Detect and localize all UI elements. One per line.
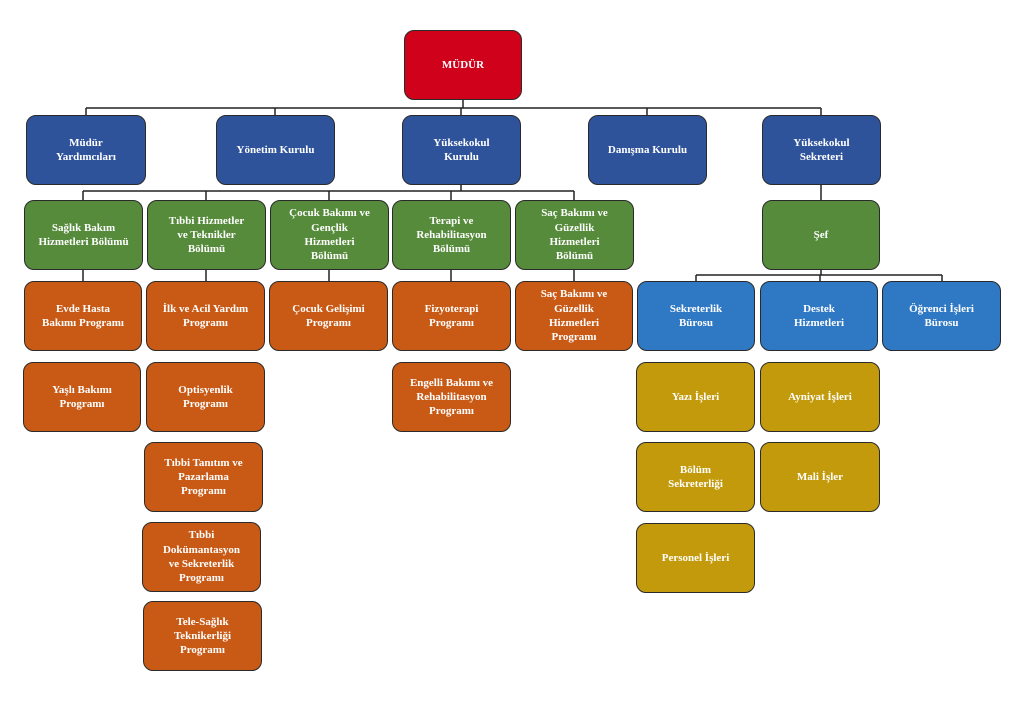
node-personel-isleri: Personel İşleri [636, 523, 755, 593]
node-tele-saglik: Tele-Sağlık Teknikerliği Programı [143, 601, 262, 671]
node-danisma-kurulu: Danışma Kurulu [588, 115, 707, 185]
node-sef: Şef [762, 200, 880, 270]
node-sekreterlik-burosu: Sekreterlik Bürosu [637, 281, 755, 351]
node-tibbi-tanitim: Tıbbi Tanıtım ve Pazarlama Programı [144, 442, 263, 512]
node-destek-hizmetleri: Destek Hizmetleri [760, 281, 878, 351]
node-yasli-bakimi: Yaşlı Bakımı Programı [23, 362, 141, 432]
node-yuksekokul-sekreteri: Yüksekokul Sekreteri [762, 115, 881, 185]
node-yazi-isleri: Yazı İşleri [636, 362, 755, 432]
node-yonetim-kurulu: Yönetim Kurulu [216, 115, 335, 185]
node-evde-hasta: Evde Hasta Bakımı Programı [24, 281, 142, 351]
node-optisyenlik: Optisyenlik Programı [146, 362, 265, 432]
node-mudur: MÜDÜR [404, 30, 522, 100]
node-fizyoterapi: Fizyoterapi Programı [392, 281, 511, 351]
node-cocuk-gelisimi: Çocuk Gelişimi Programı [269, 281, 388, 351]
node-tibbi-hizmetler: Tıbbi Hizmetler ve Teknikler Bölümü [147, 200, 266, 270]
node-cocuk-bakimi: Çocuk Bakımı ve Gençlik Hizmetleri Bölüm… [270, 200, 389, 270]
node-bolum-sekreterligi: Bölüm Sekreterliği [636, 442, 755, 512]
node-sac-bakimi-program: Saç Bakımı ve Güzellik Hizmetleri Progra… [515, 281, 633, 351]
node-mudur-yardimcilari: Müdür Yardımcıları [26, 115, 146, 185]
node-saglik-bakim: Sağlık Bakım Hizmetleri Bölümü [24, 200, 143, 270]
node-mali-isler: Mali İşler [760, 442, 880, 512]
node-ayniyat-isleri: Ayniyat İşleri [760, 362, 880, 432]
node-ogrenci-isleri: Öğrenci İşleri Bürosu [882, 281, 1001, 351]
node-terapi: Terapi ve Rehabilitasyon Bölümü [392, 200, 511, 270]
node-ilk-acil: İlk ve Acil Yardım Programı [146, 281, 265, 351]
node-yuksekokul-kurulu: Yüksekokul Kurulu [402, 115, 521, 185]
node-tibbi-dokumantasyon: Tıbbi Dokümantasyon ve Sekreterlik Progr… [142, 522, 261, 592]
node-engelli-bakimi: Engelli Bakımı ve Rehabilitasyon Program… [392, 362, 511, 432]
node-sac-bakimi-bolum: Saç Bakımı ve Güzellik Hizmetleri Bölümü [515, 200, 634, 270]
